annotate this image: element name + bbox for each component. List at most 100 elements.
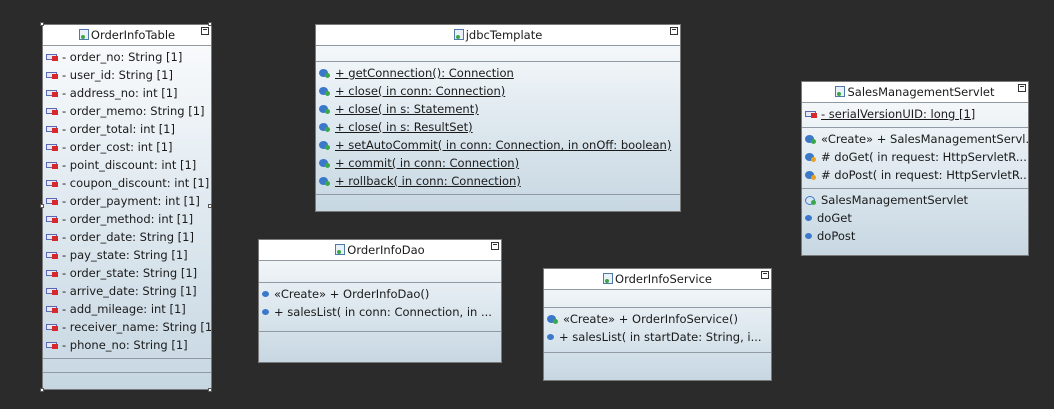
public-method-icon [319, 140, 332, 150]
attribute-row[interactable]: - point_discount: int [1] [43, 156, 211, 174]
collapse-icon[interactable] [201, 27, 209, 35]
constructor-icon [805, 134, 818, 144]
operation-row[interactable]: + salesList( in conn: Connection, in ... [259, 303, 501, 321]
order-info-dao-class[interactable]: OrderInfoDao «Create» + OrderInfoDao() +… [258, 239, 502, 363]
public-method-icon [319, 158, 332, 168]
class-header: OrderInfoTable [43, 25, 211, 46]
private-field-icon [46, 214, 59, 224]
attribute-row[interactable]: - address_no: int [1] [43, 84, 211, 102]
operation-row[interactable]: # doGet( in request: HttpServletR... [802, 148, 1028, 166]
method-icon [262, 289, 271, 299]
class-title: OrderInfoDao [347, 243, 425, 257]
order-info-service-class[interactable]: OrderInfoService «Create» + OrderInfoSer… [543, 268, 772, 381]
private-field-icon [46, 88, 59, 98]
method-icon [262, 307, 271, 317]
private-field-icon [46, 196, 59, 206]
operation-row[interactable]: «Create» + OrderInfoDao() [259, 285, 501, 303]
operation-row[interactable]: «Create» + SalesManagementServl... [802, 130, 1028, 148]
attribute-row[interactable]: - arrive_date: String [1] [43, 282, 211, 300]
operation-row[interactable]: + setAutoCommit( in conn: Connection, in… [316, 136, 680, 154]
attribute-row[interactable]: - coupon_discount: int [1] [43, 174, 211, 192]
attribute-row[interactable]: - pay_state: String [1] [43, 246, 211, 264]
class-title: OrderInfoTable [90, 28, 176, 42]
class-header: jdbcTemplate [316, 25, 680, 46]
operation-row[interactable]: + close( in s: Statement) [316, 100, 680, 118]
private-field-icon [46, 178, 59, 188]
attributes-compartment [316, 46, 680, 62]
attribute-row[interactable]: - user_id: String [1] [43, 66, 211, 84]
servlet-icon [805, 195, 818, 205]
operation-row[interactable]: + salesList( in startDate: String, i... [544, 328, 771, 346]
operation-row[interactable]: # doPost( in request: HttpServletR... [802, 166, 1028, 184]
sales-management-servlet-class[interactable]: SalesManagementServlet - serialVersionUI… [801, 81, 1029, 256]
public-method-icon [319, 68, 332, 78]
class-icon [603, 273, 614, 284]
constructor-icon [547, 314, 560, 324]
collapse-icon[interactable] [670, 27, 678, 35]
class-icon [835, 86, 846, 97]
attribute-row[interactable]: - serialVersionUID: long [1] [802, 105, 1028, 123]
selection-handle[interactable] [208, 204, 212, 208]
attribute-row[interactable]: - order_state: String [1] [43, 264, 211, 282]
collapse-icon[interactable] [761, 271, 769, 279]
operation-row[interactable]: + close( in conn: Connection) [316, 82, 680, 100]
class-header: OrderInfoDao [259, 240, 501, 261]
private-field-icon [46, 286, 59, 296]
jdbc-template-class[interactable]: jdbcTemplate + getConnection(): Connecti… [315, 24, 681, 212]
attributes-compartment: - order_no: String [1] - user_id: String… [43, 46, 211, 359]
selection-handle[interactable] [40, 22, 44, 26]
attribute-row[interactable]: - order_payment: int [1] [43, 192, 211, 210]
attribute-row[interactable]: - phone_no: String [1] [43, 336, 211, 354]
collapse-icon[interactable] [491, 242, 499, 250]
attribute-row[interactable]: - order_cost: int [1] [43, 138, 211, 156]
method-icon [547, 332, 556, 342]
private-field-icon [46, 250, 59, 260]
protected-method-icon [805, 170, 818, 180]
private-field-icon [46, 106, 59, 116]
operations-compartment [43, 359, 211, 373]
operations-compartment: «Create» + OrderInfoDao() + salesList( i… [259, 283, 501, 332]
selection-handle[interactable] [40, 204, 44, 208]
extra-row[interactable]: doGet [802, 209, 1028, 227]
extra-row[interactable]: SalesManagementServlet [802, 191, 1028, 209]
private-field-icon [46, 70, 59, 80]
private-field-icon [46, 232, 59, 242]
private-field-icon [46, 142, 59, 152]
public-method-icon [319, 104, 332, 114]
attributes-compartment [259, 261, 501, 283]
operations-compartment: «Create» + OrderInfoService() + salesLis… [544, 308, 771, 353]
attribute-row[interactable]: - receiver_name: String [1] [43, 318, 211, 336]
attribute-row[interactable]: - order_total: int [1] [43, 120, 211, 138]
private-field-icon [46, 340, 59, 350]
attribute-row[interactable]: - order_no: String [1] [43, 48, 211, 66]
private-field-icon [46, 124, 59, 134]
operation-row[interactable]: + close( in s: ResultSet) [316, 118, 680, 136]
selection-handle[interactable] [40, 388, 44, 392]
selection-handle[interactable] [208, 22, 212, 26]
protected-method-icon [805, 152, 818, 162]
attribute-row[interactable]: - order_method: int [1] [43, 210, 211, 228]
class-header: SalesManagementServlet [802, 82, 1028, 103]
class-icon [453, 29, 464, 40]
private-field-icon [46, 160, 59, 170]
operation-row[interactable]: + rollback( in conn: Connection) [316, 172, 680, 190]
selection-handle[interactable] [208, 388, 212, 392]
class-icon [335, 244, 346, 255]
order-info-table-class[interactable]: OrderInfoTable - order_no: String [1] - … [42, 24, 212, 390]
private-field-icon [805, 109, 818, 119]
operation-row[interactable]: «Create» + OrderInfoService() [544, 310, 771, 328]
operation-row[interactable]: + commit( in conn: Connection) [316, 154, 680, 172]
collapse-icon[interactable] [1018, 84, 1026, 92]
extra-row[interactable]: doPost [802, 227, 1028, 245]
operation-row[interactable]: + getConnection(): Connection [316, 64, 680, 82]
attribute-row[interactable]: - order_memo: String [1] [43, 102, 211, 120]
class-title: SalesManagementServlet [847, 85, 995, 99]
private-field-icon [46, 304, 59, 314]
attribute-row[interactable]: - add_mileage: int [1] [43, 300, 211, 318]
attribute-row[interactable]: - order_date: String [1] [43, 228, 211, 246]
extra-compartment: SalesManagementServlet doGet doPost [802, 189, 1028, 249]
private-field-icon [46, 322, 59, 332]
public-method-icon [319, 86, 332, 96]
private-field-icon [46, 268, 59, 278]
operations-compartment: «Create» + SalesManagementServl... # doG… [802, 128, 1028, 189]
